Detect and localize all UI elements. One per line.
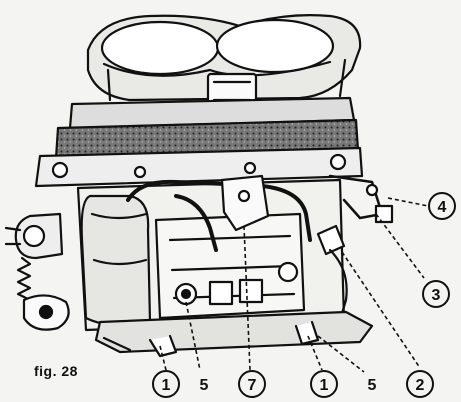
callout-7: 7 [238,370,266,398]
air-horn [86,14,362,102]
leader-3 [375,213,425,279]
svg-text:1: 1 [162,377,171,394]
svg-text:3: 3 [432,287,441,304]
callout-5-right: 5 [368,377,377,394]
callout-1-right: 1 [310,370,338,398]
jet-right [277,261,299,283]
leader-5b [317,335,365,373]
callout-4: 4 [428,192,456,220]
upper-flange [34,146,364,188]
svg-text:7: 7 [248,377,257,394]
callout-2: 2 [406,370,434,398]
linkage-bracket [220,174,270,232]
leader-4 [387,197,429,207]
figure-caption: fig. 28 [34,363,78,379]
leader-7 [243,225,251,371]
callout-5-left: 5 [200,377,209,394]
svg-text:5: 5 [200,377,209,394]
svg-text:1: 1 [320,377,329,394]
callout-3: 3 [422,280,450,308]
leader-1b [307,335,323,371]
svg-text:2: 2 [416,377,425,394]
return-spring [16,256,32,302]
svg-text:5: 5 [368,377,377,394]
fuel-inlet [4,212,64,260]
leader-2 [341,251,421,369]
leader-5a [185,301,201,371]
callout-1-left: 1 [152,370,180,398]
svg-text:4: 4 [438,199,447,216]
